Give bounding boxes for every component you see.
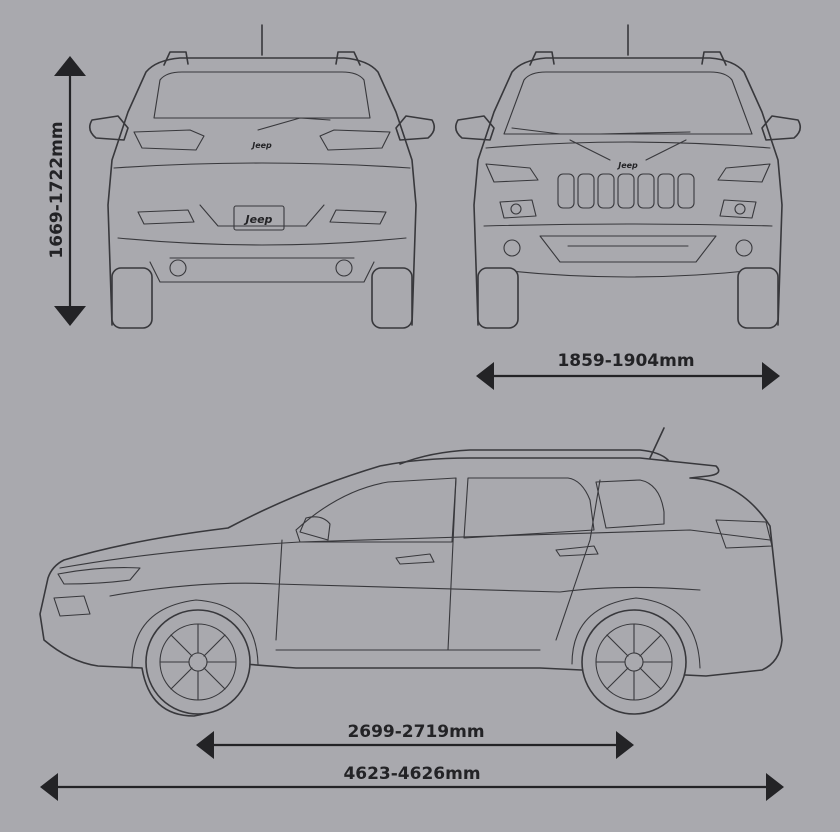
front-mirror-right <box>761 115 802 141</box>
width-arrow-left <box>476 362 494 390</box>
wheelbase-label: 2699-2719mm <box>347 722 484 742</box>
width-dimension: 1859-1904mm <box>476 351 780 390</box>
front-tire-right <box>737 267 779 329</box>
rear-taillight-left <box>133 129 205 151</box>
rear-mirror-right <box>395 115 436 141</box>
front-badge: Jeep <box>616 161 638 170</box>
side-wheel-rear <box>581 609 687 715</box>
front-foglamp-right-bulb <box>734 203 746 215</box>
rear-bumper-lower <box>149 261 375 283</box>
rear-tire-right <box>371 267 413 329</box>
rear-wiper <box>257 117 331 131</box>
front-foglamp-left-bulb <box>510 203 522 215</box>
rear-tailgate-line <box>113 162 411 169</box>
length-arrow-right <box>766 773 784 801</box>
side-antenna <box>649 427 665 459</box>
height-dimension: 1669-1722mm <box>47 56 86 326</box>
side-door-seams <box>447 477 601 651</box>
side-wheel-front <box>145 609 251 715</box>
front-bumper-top <box>483 223 773 227</box>
front-foglamp-right <box>719 199 757 219</box>
front-lower-lamp-left <box>503 239 521 257</box>
front-foglamp-left <box>499 199 537 219</box>
side-arch-front <box>131 599 259 669</box>
rear-plate-badge: Jeep <box>244 213 273 226</box>
front-skid-line <box>499 269 757 278</box>
front-lower-lamp-right <box>735 239 753 257</box>
front-headlight-right <box>717 163 771 183</box>
rear-mirror-left <box>88 115 129 141</box>
front-grille <box>557 173 695 209</box>
front-hood-creases <box>569 139 687 161</box>
rear-window <box>153 71 371 119</box>
side-front-door-seam <box>275 539 283 641</box>
width-arrow-right <box>762 362 780 390</box>
front-body-outline <box>473 57 783 326</box>
front-lower-intake <box>539 235 717 263</box>
front-windshield <box>503 71 753 135</box>
side-view <box>39 427 783 717</box>
side-foglamp <box>53 595 91 617</box>
side-handle-front <box>395 553 435 565</box>
length-dimension: 4623-4626mm <box>40 764 784 801</box>
side-window-rear <box>463 477 595 539</box>
side-mirror <box>299 516 331 541</box>
rear-reflector-left <box>137 209 195 225</box>
wheelbase-dimension: 2699-2719mm <box>196 722 634 759</box>
rear-body-outline <box>107 57 417 326</box>
front-mirror-left <box>454 115 495 141</box>
rear-reflector-right <box>329 209 387 225</box>
side-taillight <box>715 519 773 549</box>
side-body-outline <box>39 457 783 717</box>
rear-exhaust-left <box>169 259 187 277</box>
height-arrow-top <box>54 56 86 76</box>
length-label: 4623-4626mm <box>343 764 480 784</box>
width-label: 1859-1904mm <box>557 351 694 371</box>
side-belt-line <box>59 529 771 569</box>
side-window-quarter <box>595 479 665 529</box>
rear-tire-left <box>111 267 153 329</box>
rear-taillight-right <box>319 129 391 151</box>
front-view: Jeep <box>454 24 802 329</box>
rear-plate-recess <box>199 204 325 227</box>
side-window-front <box>295 477 457 543</box>
side-roof-rail <box>399 449 669 465</box>
wheelbase-arrow-left <box>196 731 214 759</box>
wheelbase-arrow-right <box>616 731 634 759</box>
front-tire-left <box>477 267 519 329</box>
side-handle-rear <box>555 545 599 557</box>
front-hood-edge <box>485 141 771 149</box>
rear-license-plate <box>233 205 285 231</box>
side-headlight <box>57 567 141 585</box>
front-headlight-left <box>485 163 539 183</box>
rear-exhaust-right <box>335 259 353 277</box>
side-body-crease <box>109 582 701 597</box>
side-arch-rear <box>571 597 701 669</box>
front-wipers <box>511 127 691 135</box>
rear-bumper-top <box>117 237 407 246</box>
rear-badge: Jeep <box>250 141 272 150</box>
rear-view: Jeep Jeep <box>88 24 436 329</box>
height-label: 1669-1722mm <box>47 121 67 258</box>
height-arrow-bottom <box>54 306 86 326</box>
length-arrow-left <box>40 773 58 801</box>
